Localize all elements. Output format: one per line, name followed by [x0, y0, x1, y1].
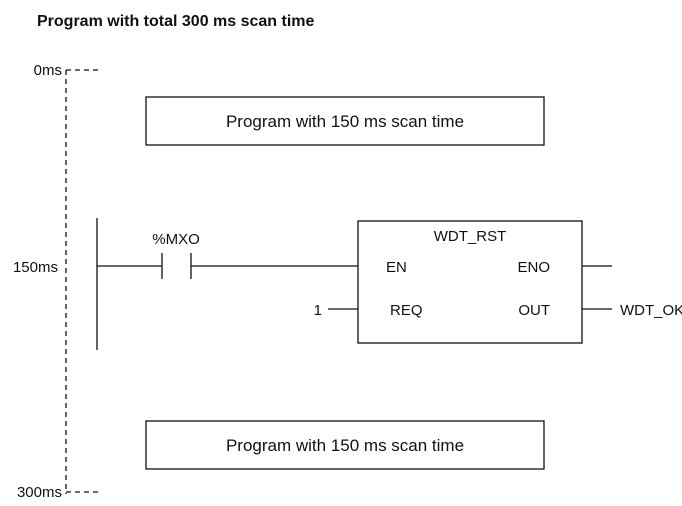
- program-block-top-label: Program with 150 ms scan time: [226, 112, 464, 131]
- contact-mxo: %MXO: [152, 231, 200, 279]
- program-block-bottom-label: Program with 150 ms scan time: [226, 436, 464, 455]
- program-block-top: Program with 150 ms scan time: [145, 96, 545, 146]
- input-req-label: REQ: [390, 302, 423, 319]
- program-block-bottom: Program with 150 ms scan time: [145, 420, 545, 470]
- out-variable: WDT_OK: [620, 302, 682, 319]
- function-block-name: WDT_RST: [434, 228, 507, 245]
- output-eno-label: ENO: [517, 259, 550, 276]
- req-value: 1: [314, 302, 322, 319]
- input-en-label: EN: [386, 259, 407, 276]
- program-block-bottom-box: [145, 420, 545, 470]
- diagram-title: Program with total 300 ms scan time: [37, 13, 315, 30]
- timeline: 0ms 150ms 300ms: [13, 62, 100, 501]
- function-block-box: [357, 220, 583, 344]
- timeline-start-label: 0ms: [34, 62, 62, 79]
- timeline-mid-label: 150ms: [13, 259, 58, 276]
- timeline-end-label: 300ms: [17, 484, 62, 501]
- output-out-label: OUT: [518, 302, 550, 319]
- contact-label: %MXO: [152, 231, 200, 248]
- ladder-rung: %MXO WDT_RST EN REQ ENO OUT 1 WDT_OK: [96, 218, 682, 350]
- program-block-top-box: [145, 96, 545, 146]
- function-block-wdt-rst: WDT_RST EN REQ ENO OUT: [357, 220, 583, 344]
